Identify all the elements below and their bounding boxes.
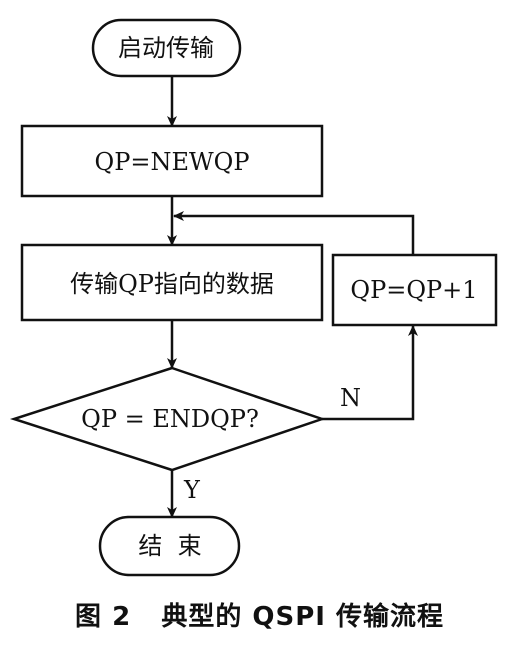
increment-process: QP=QP+1	[331, 253, 498, 327]
arrow-no-branch	[322, 325, 418, 421]
start-label: 启动传输	[118, 34, 214, 62]
init-process: QP=NEWQP	[20, 124, 324, 198]
end-terminal: 结 束	[98, 515, 241, 577]
end-label: 结 束	[138, 532, 201, 560]
yes-branch-label: Y	[183, 476, 201, 504]
decision-label: QP = ENDQP?	[81, 405, 259, 433]
no-branch-label: N	[340, 384, 361, 412]
transfer-label: 传输QP指向的数据	[70, 270, 274, 298]
start-terminal: 启动传输	[91, 18, 242, 78]
figure-caption: 图 2 典型的 QSPI 传输流程	[75, 602, 444, 632]
decision-diamond: QP = ENDQP?	[9, 366, 326, 472]
init-label: QP=NEWQP	[95, 148, 250, 176]
transfer-process: 传输QP指向的数据	[20, 243, 324, 322]
arrow-loop-back	[173, 211, 415, 255]
increment-label: QP=QP+1	[350, 276, 477, 304]
